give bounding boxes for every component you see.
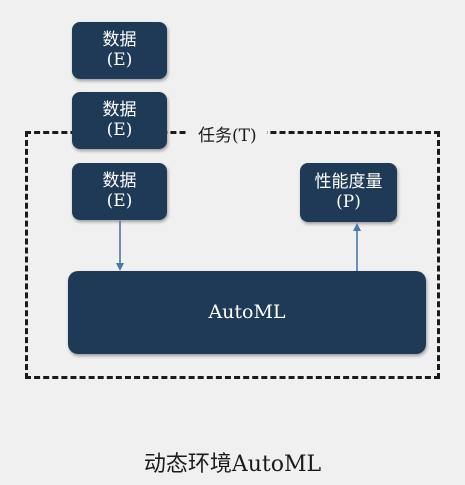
- metric-symbol: (P): [336, 191, 361, 212]
- data-box-1-symbol: (E): [106, 49, 133, 70]
- data-box-1-title: 数据: [102, 29, 137, 50]
- data-box-3: 数据 (E): [72, 163, 167, 220]
- data-box-3-title: 数据: [102, 170, 137, 191]
- data-box-2-symbol: (E): [106, 119, 133, 140]
- data-box-1: 数据 (E): [72, 22, 167, 79]
- performance-metric-box: 性能度量 (P): [300, 163, 397, 222]
- data-box-3-symbol: (E): [106, 190, 133, 211]
- metric-title: 性能度量: [314, 171, 383, 192]
- data-box-2-title: 数据: [102, 99, 137, 120]
- automl-label: AutoML: [208, 300, 286, 323]
- automl-box: AutoML: [68, 271, 426, 354]
- data-box-2: 数据 (E): [72, 92, 167, 149]
- task-label: 任务(T): [188, 121, 267, 146]
- figure-caption: 动态环境AutoML: [143, 452, 322, 477]
